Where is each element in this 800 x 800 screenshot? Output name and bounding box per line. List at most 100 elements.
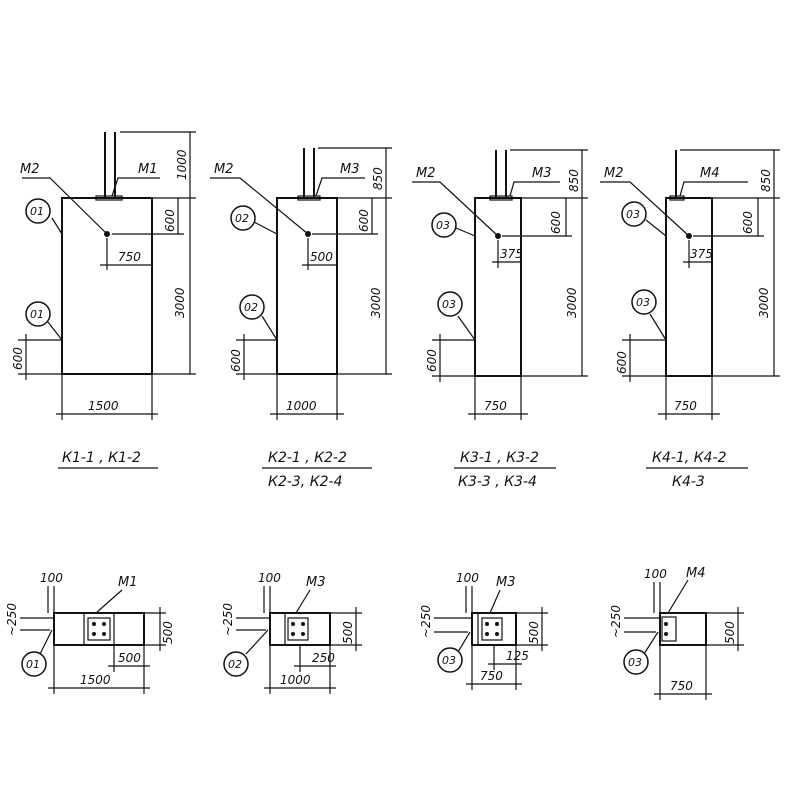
plan-dim-width: 1000 [280, 673, 311, 687]
plan-dim-width: 750 [670, 679, 693, 693]
dim-offset: 375 [690, 247, 713, 261]
bubble-circle [437, 291, 463, 317]
plan-mark: M1 [118, 575, 138, 590]
leader-m3 [509, 181, 560, 197]
title-line-1: К3-1 , К3-2 [460, 450, 539, 466]
stud [301, 632, 305, 636]
bubble-label: 03 [636, 296, 650, 309]
column-body [276, 197, 338, 375]
leader-m1 [95, 589, 123, 614]
stud [664, 622, 668, 626]
dim-upper: 600 [741, 211, 755, 234]
mark-m4: M4 [700, 166, 720, 181]
bubble-label: 02 [235, 212, 249, 225]
stud [664, 632, 668, 636]
dim-height: 3000 [173, 287, 187, 318]
bubble-leader [643, 631, 659, 655]
bubble-label: 01 [30, 205, 44, 218]
dim-width: 1000 [286, 399, 317, 413]
plate-m3-plan [481, 617, 503, 641]
stud [291, 632, 295, 636]
plan-dim-side: ~250 [609, 605, 623, 638]
bubble-circle [431, 212, 457, 238]
plate-m3 [297, 195, 321, 201]
stud [102, 622, 106, 626]
bubble-leader [39, 629, 53, 655]
bubble-label: 01 [30, 308, 44, 321]
column-body [61, 197, 153, 375]
dim-low: 600 [425, 349, 439, 372]
leader-m2 [600, 181, 690, 237]
plan-dim-half: 500 [118, 651, 141, 665]
stud [291, 622, 295, 626]
bubble-leader [245, 629, 269, 655]
plan-dim-side: ~250 [221, 603, 235, 636]
plan-dim-edge: 100 [644, 567, 667, 581]
plan-k2: M3 100 ~250 500 250 1000 02 [221, 571, 362, 694]
bubble-leader [457, 315, 476, 341]
dim-top: 850 [371, 167, 385, 190]
plate-m1 [95, 195, 123, 201]
plan-k4: M4 100 ~250 500 750 03 [609, 566, 744, 700]
bubble-label: 02 [228, 658, 242, 671]
plan-dim-side: ~250 [5, 603, 19, 636]
leader-m3 [489, 589, 501, 614]
leader-m2 [412, 181, 499, 237]
plan-dim-width: 750 [480, 669, 503, 683]
plan-mark: M4 [686, 566, 706, 581]
bubble-leader [253, 221, 278, 235]
mark-m2: M2 [20, 162, 40, 177]
leader-m4 [667, 579, 689, 614]
dim-height: 3000 [369, 287, 383, 318]
bubble-circle [631, 289, 657, 315]
bubble-circle [239, 294, 265, 320]
dim-offset: 500 [310, 250, 333, 264]
dim-top: 850 [567, 169, 581, 192]
leader-m1 [111, 177, 160, 197]
plate-m3 [489, 195, 513, 201]
plan-dim-width: 1500 [80, 673, 111, 687]
plan-dim-depth: 500 [161, 621, 175, 644]
stud [102, 632, 106, 636]
dim-height: 3000 [565, 287, 579, 318]
leader-m3 [295, 589, 311, 614]
dim-width: 750 [674, 399, 697, 413]
dim-width: 1500 [88, 399, 119, 413]
plan-mark: M3 [496, 575, 516, 590]
mark-m3: M3 [532, 166, 552, 181]
dim-low: 600 [11, 347, 25, 370]
bubble-label: 03 [628, 656, 642, 669]
bubble-leader [649, 313, 667, 341]
plan-dim-edge: 100 [258, 571, 281, 585]
plan-dim-edge: 100 [456, 571, 479, 585]
bubble-circle [21, 651, 47, 677]
stud [485, 622, 489, 626]
dim-top: 1000 [175, 149, 189, 180]
dim-offset: 750 [118, 250, 141, 264]
stud [92, 622, 96, 626]
dim-width: 750 [484, 399, 507, 413]
dim-upper: 600 [357, 209, 371, 232]
stud [92, 632, 96, 636]
column-body [474, 197, 522, 377]
bubble-circle [621, 201, 647, 227]
dim-upper: 600 [163, 209, 177, 232]
plan-body [659, 612, 707, 646]
elevation-k1: M2 M1 1000 600 3000 750 01 01 600 1500 К [11, 131, 196, 469]
plan-dim-half: 125 [506, 649, 529, 663]
bubble-leader [645, 219, 667, 237]
plan-dim-depth: 500 [341, 621, 355, 644]
dim-low: 600 [229, 349, 243, 372]
bubble-leader [455, 227, 476, 237]
stud [301, 622, 305, 626]
mark-m2: M2 [214, 162, 234, 177]
plan-dim-depth: 500 [723, 621, 737, 644]
column-body [665, 197, 713, 377]
leader-m2 [210, 177, 309, 235]
mark-m2: M2 [416, 166, 436, 181]
leader-m4 [679, 181, 748, 197]
bubble-label: 01 [26, 658, 40, 671]
bubble-label: 03 [442, 298, 456, 311]
bubble-circle [223, 651, 249, 677]
